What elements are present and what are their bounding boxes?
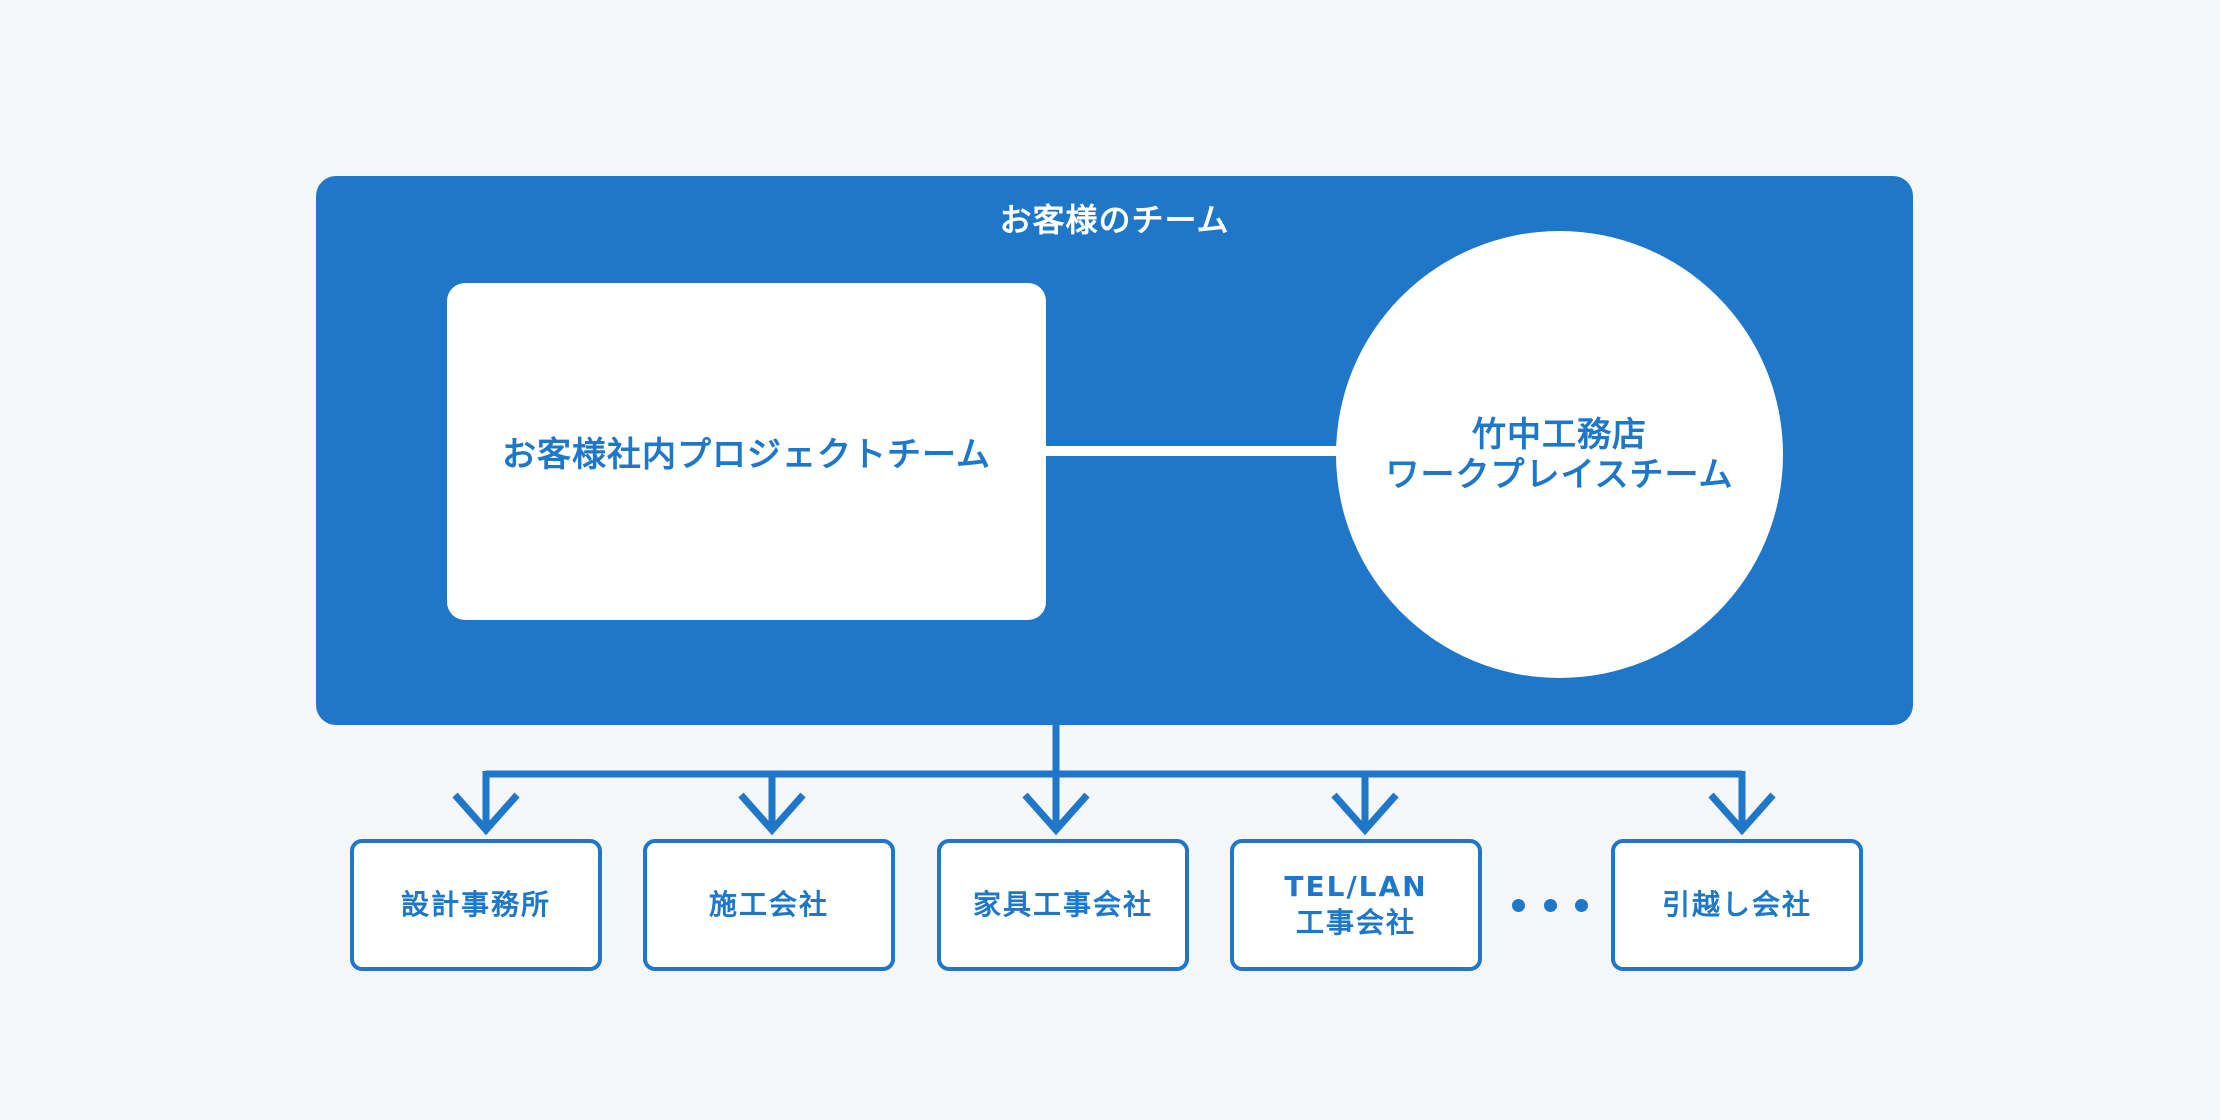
vendor-label-line2: 工事会社 [1295,906,1416,939]
arrow-head-5 [1708,792,1776,836]
vendor-label: 家具工事会社 [972,888,1153,921]
workplace-team-label-line1: 竹中工務店 [1472,414,1647,455]
ellipsis-dot [1575,898,1588,912]
arrow-head-2 [738,792,806,836]
vendor-label: 設計事務所 [400,888,551,921]
vendor-label: 引越し会社 [1661,888,1812,921]
customer-team-title: お客様のチーム [999,201,1230,239]
arrow-head-3 [1022,792,1090,836]
project-team-label: お客様社内プロジェクトチーム [502,435,991,475]
workplace-team-label-line2: ワークプレイスチーム [1385,454,1734,495]
arrow-head-1 [452,792,520,836]
ellipsis-dot [1543,898,1557,912]
vendor-box-construction: 施工会社 [643,839,895,971]
vendor-box-tel-lan: TEL/LAN 工事会社 [1230,839,1482,971]
vendor-label-line1: TEL/LAN [1284,870,1428,903]
vendor-box-moving: 引越し会社 [1611,839,1863,971]
more-vendors-ellipsis-icon [1512,890,1588,920]
workplace-team-circle: 竹中工務店 ワークプレイスチーム [1336,231,1783,678]
vendor-box-design-office: 設計事務所 [350,839,602,971]
project-team-box: お客様社内プロジェクトチーム [447,283,1046,620]
vendor-box-furniture: 家具工事会社 [937,839,1189,971]
ellipsis-dot [1512,898,1525,912]
arrow-head-4 [1331,792,1399,836]
vendor-label: 施工会社 [708,888,829,921]
team-connector-line [1043,446,1343,456]
